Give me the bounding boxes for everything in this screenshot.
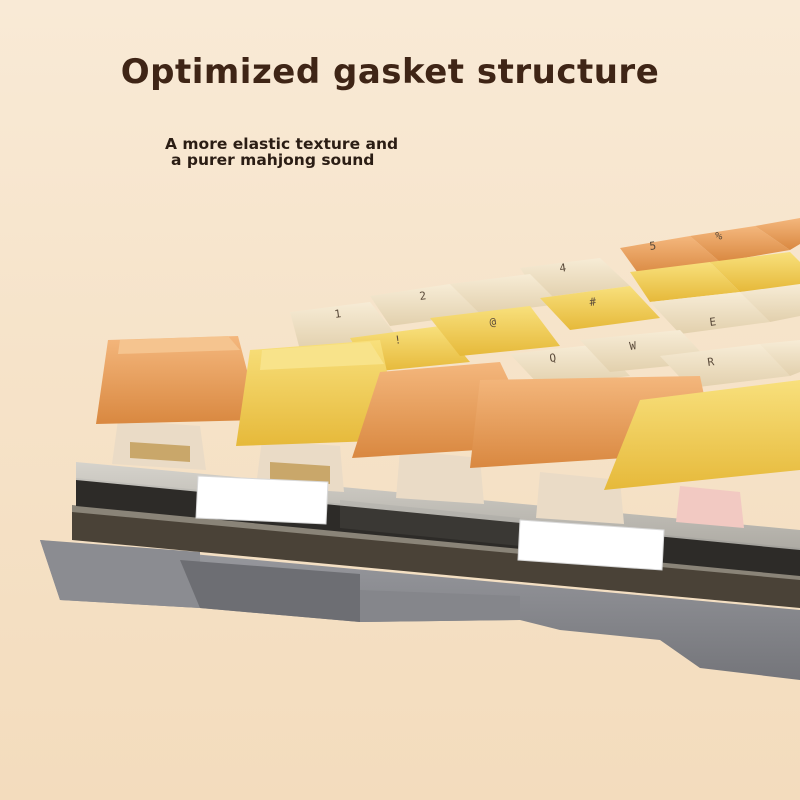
svg-text:!: ! (394, 333, 402, 347)
svg-text:Q: Q (549, 351, 557, 365)
svg-text:E: E (709, 315, 717, 329)
svg-text:#: # (589, 295, 598, 309)
subtitle: A more elastic texture and a purer mahjo… (165, 136, 465, 168)
headline: Optimized gasket structure (120, 52, 660, 92)
svg-text:W: W (629, 339, 638, 353)
svg-text:R: R (707, 355, 716, 369)
svg-text:%: % (715, 229, 724, 243)
svg-text:@: @ (489, 315, 498, 329)
stabilizer-clips (195, 475, 665, 571)
svg-text:5: 5 (649, 239, 657, 253)
subtitle-line-1: A more elastic texture and (165, 135, 399, 153)
svg-text:4: 4 (559, 261, 568, 275)
back-keycap-rows: 5 % 4 # 2 @ 1 ! Q W E R (290, 218, 800, 388)
keyboard-case-bottom (40, 540, 800, 680)
front-keycap-row (96, 336, 800, 490)
switches (112, 420, 744, 528)
subtitle-line-2: a purer mahjong sound (171, 151, 375, 169)
svg-text:1: 1 (334, 307, 342, 321)
svg-text:2: 2 (419, 289, 427, 303)
